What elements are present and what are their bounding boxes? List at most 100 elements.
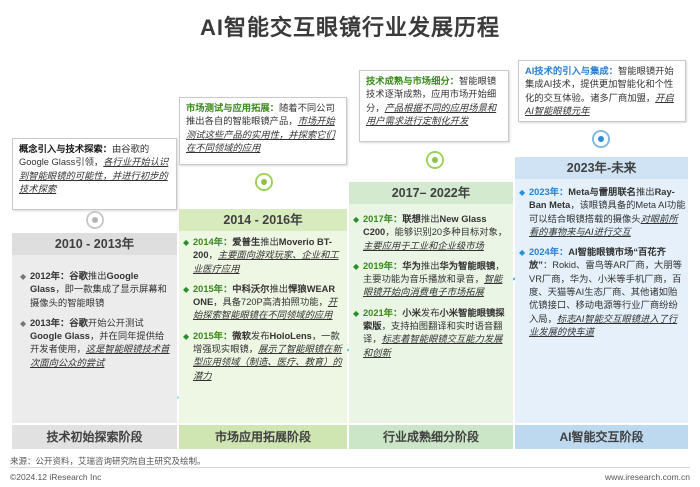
stage3-callout: 技术成熟与市场细分：智能眼镜技术逐渐成熟，应用市场开始细分，产品根据不同的应用场… (359, 70, 509, 142)
entry-company: 微软 (232, 330, 251, 341)
entry-italic: 展示了智能眼镜在新型应用领域（制造、医疗、教育）的潜力 (193, 344, 342, 381)
entry-company: 联想 (402, 214, 421, 224)
stage3-callout-body: 智能眼镜技术逐渐成熟，应用市场开始细分， (366, 76, 497, 113)
stage2-callout-heading: 市场测试与应用拓展： (186, 103, 279, 113)
bullet-icon: ◆ (353, 261, 360, 271)
stage3-callout-heading: 技术成熟与市场细分： (366, 76, 459, 86)
entry-year: 2014年： (193, 237, 233, 247)
stage3-entry-0: ◆ 2017年：联想推出New Glass C200，能够识别20多种目标对象，… (353, 213, 511, 253)
entry-text: ，一款增强现实眼镜， (193, 330, 340, 355)
stage2-period: 2014 - 2016年 (179, 209, 347, 231)
footer-divider (10, 467, 690, 468)
entry-company: Meta与雷朋联名 (568, 187, 636, 197)
entry-product: 华为智能眼镜 (439, 260, 496, 271)
entry-italic: 开始探索智能眼镜在不同领域的应用 (193, 297, 338, 321)
entry-product: Google Glass (30, 331, 90, 342)
site-link[interactable]: www.iresearch.com.cn (604, 472, 690, 482)
stage4-callout-italic: 开启AI智能眼镜元年 (525, 92, 674, 117)
entry-year: 2012年： (30, 271, 70, 281)
entry-text: ，主要功能为音乐播放和录音， (363, 260, 505, 285)
stage4-dot-icon (594, 132, 608, 146)
stage1-entry-0: ◆ 2012年：谷歌推出Google Glass，即一款集成了显示屏幕和摄像头的… (20, 270, 172, 310)
stage2-panel (179, 209, 347, 423)
entry-product: 悍狼WEAR ONE (193, 283, 336, 308)
entry-company: 爱普生 (232, 237, 261, 247)
stage1-callout-heading: 概念引入与技术探索： (19, 144, 112, 154)
stage1-dot-icon (88, 213, 102, 227)
stage2-entry-1: ◆ 2015年：中科沃尔推出悍狼WEAR ONE，具备720P高清拍照功能，开始… (183, 283, 345, 323)
bullet-icon: ◆ (183, 331, 190, 341)
entry-company: AI智能眼镜市场“百花齐放” (529, 247, 666, 271)
entry-italic: 这是智能眼镜技术首次面向公众的尝试 (30, 344, 170, 368)
stage2-callout: 市场测试与应用拓展：随着不同公司推出各自的智能眼镜产品，市场开始测试这些产品的实… (179, 97, 347, 165)
stage2-name: 市场应用拓展阶段 (179, 425, 347, 449)
bullet-icon: ◆ (183, 284, 190, 294)
stage3-entry-2: ◆ 2021年：小米发布小米智能眼镜探索版，支持拍图翻译和实时语音翻译，标志着智… (353, 307, 511, 360)
entry-pre: 发布 (420, 307, 440, 318)
stage4-callout: AI技术的引入与集成：智能眼镜开始集成AI技术，提供更加智能化和个性化的交互体验… (518, 60, 686, 122)
stage4-callout-body: 智能眼镜开始集成AI技术，提供更加智能化和个性化的交互体验。诸多厂商加盟， (525, 66, 674, 103)
entry-pre: 推出 (87, 271, 107, 281)
entry-year: 2021年： (363, 307, 403, 318)
entry-company: 华为 (402, 260, 421, 271)
entry-pre: 推出 (420, 260, 440, 271)
stage1-entry-1: ◆ 2013年：谷歌开始公开测试 Google Glass，并在同年提供给开发者使… (20, 317, 172, 370)
stage2-entry-2: ◆ 2015年：微软发布HoloLens，一款增强现实眼镜，展示了智能眼镜在新型… (183, 330, 345, 383)
stage4-entries: ◆ 2023年：Meta与雷朋联名推出Ray-Ban Meta，该眼镜具备的Me… (519, 186, 686, 346)
entry-pre: 开始公开测试 (87, 317, 144, 328)
bullet-icon: ◆ (353, 215, 360, 224)
stage1-name: 技术初始探索阶段 (12, 425, 177, 449)
entry-pre: 推出 (635, 187, 655, 197)
entry-company: 谷歌 (69, 317, 88, 328)
stage1-callout-italic: 各行业开始认识到智能眼镜的可能性，并进行初步的技术探索 (19, 157, 169, 195)
entry-italic: 标志AI智能交互眼镜进入了行业发展的快车道 (529, 313, 678, 337)
entry-product: HoloLens (269, 330, 312, 341)
stage2-entry-0: ◆ 2014年：爱普生推出Moverio BT-200，主要面向游戏玩家、企业和… (183, 236, 345, 276)
stage3-callout-italic: 产品根据不同的应用场景和用户需求进行定制化开发 (366, 102, 497, 127)
entry-product: New Glass C200 (363, 214, 487, 238)
entry-text: ，支持拍图翻译和实时语音翻译， (363, 321, 503, 345)
entry-italic: 标志着智能眼镜交互能力发展和创新 (363, 334, 503, 358)
entry-product: Ray-Ban Meta (529, 187, 675, 211)
entry-italic: 主要应用于工业和企业级市场 (363, 240, 484, 251)
entry-year: 2023年： (529, 187, 569, 197)
stage1-callout: 概念引入与技术探索：由谷歌的Google Glass引领，各行业开始认识到智能眼… (12, 138, 177, 210)
entry-company: 谷歌 (69, 271, 88, 281)
entry-text: ，该眼镜具备的Meta AI功能可以结合眼镜搭载的摄像头 (529, 200, 686, 224)
stage4-name: AI智能交互阶段 (515, 425, 688, 449)
entry-text: Rokid、雷鸟等AR厂商，大朋等VR厂商，华为、小米等手机厂商，百度、天猫等A… (529, 260, 682, 324)
stage4-panel (515, 157, 688, 423)
entry-product: Moverio BT-200 (193, 237, 332, 261)
entry-text: ，并在同年提供给开发者使用， (30, 331, 165, 355)
entry-pre: 推出 (420, 214, 440, 224)
entry-company: 小米 (402, 307, 421, 318)
stage1-period: 2010 - 2013年 (12, 233, 177, 255)
entry-year: 2024年： (529, 247, 569, 258)
entry-product: Google Glass (30, 271, 139, 295)
bullet-icon: ◆ (20, 318, 27, 328)
entry-year: 2015年： (193, 330, 233, 341)
entry-year: 2019年： (363, 260, 403, 271)
stage2-dot-icon (257, 175, 271, 189)
bullet-icon: ◆ (519, 248, 526, 258)
entry-pre: 推出 (269, 283, 289, 294)
source-note: 来源：公开资料，艾瑞咨询研究院自主研究及绘制。 (10, 456, 206, 466)
entry-company: 中科沃尔 (232, 283, 270, 294)
stage2-entries: ◆ 2014年：爱普生推出Moverio BT-200，主要面向游戏玩家、企业和… (183, 236, 345, 390)
entry-product: 小米智能眼镜探索版 (363, 307, 505, 332)
entry-text: ，即一款集成了显示屏幕和摄像头的智能眼镜 (30, 284, 167, 308)
stage3-panel (349, 182, 513, 423)
entry-text: ，能够识别20多种目标对象， (385, 227, 508, 238)
stage4-entry-0: ◆ 2023年：Meta与雷朋联名推出Ray-Ban Meta，该眼镜具备的Me… (519, 186, 686, 239)
entry-pre: 发布 (250, 330, 270, 341)
stage3-name: 行业成熟细分阶段 (349, 425, 513, 449)
stage3-period: 2017– 2022年 (349, 182, 513, 204)
entry-year: 2013年： (30, 317, 70, 328)
bullet-icon: ◆ (20, 272, 27, 281)
stage4-callout-heading: AI技术的引入与集成： (525, 66, 618, 76)
stage2-callout-body: 随着不同公司推出各自的智能眼镜产品， (186, 103, 335, 127)
entry-text: ，具备720P高清拍照功能， (213, 297, 328, 308)
entry-italic: 智能眼镜开始向消费电子市场拓展 (363, 274, 503, 298)
stage3-entries: ◆ 2017年：联想推出New Glass C200，能够识别20多种目标对象，… (353, 213, 511, 367)
stage4-entry-1: ◆ 2024年：AI智能眼镜市场“百花齐放”：Rokid、雷鸟等AR厂商，大朋等… (519, 246, 686, 339)
